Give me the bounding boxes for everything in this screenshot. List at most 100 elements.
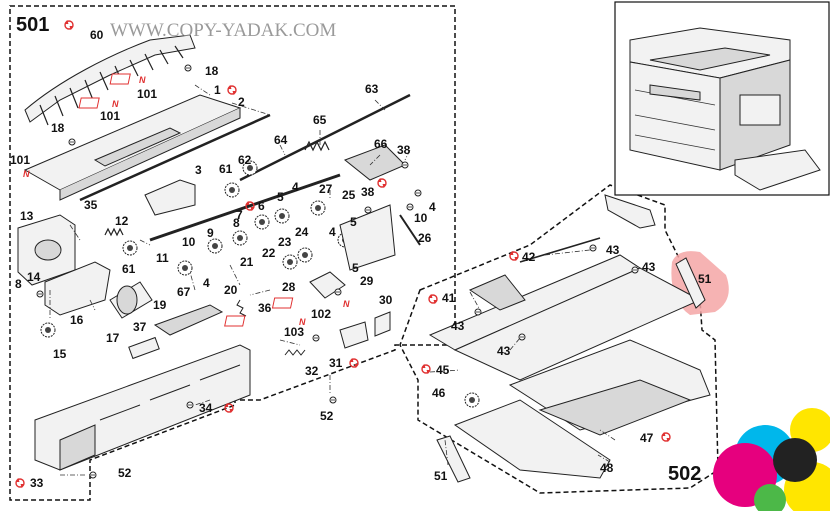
leader-lines-2 [49,264,331,476]
callout-48: 48 [600,461,614,475]
part-23-gear [282,254,298,270]
part-52b-screw [89,471,97,479]
callout-5: 5 [277,190,284,204]
part-61b-gear [224,182,240,198]
callout-27: 27 [319,182,333,196]
svg-text:N: N [112,99,119,109]
part-27-gear [310,200,326,216]
callout-17: 17 [106,331,120,345]
part-9-gear [207,238,223,254]
callout-42: 42 [522,250,536,264]
part-32-spring [284,349,306,356]
watermark-text: WWW.COPY-YADAK.COM [110,20,336,41]
section-502-outline [399,184,719,494]
part-51-link [675,257,706,309]
part-52-screw [329,396,337,404]
callout-29: 29 [360,274,374,288]
part-26-link [399,214,421,246]
part-6-gear [254,214,270,230]
part-43b-screw [518,333,526,341]
part-10-screw [406,203,414,211]
part-24-gear [297,247,313,263]
part-19-guide [153,304,224,336]
callout-19: 19 [153,298,167,312]
callout-30: 30 [379,293,393,307]
callout-64: 64 [274,133,288,147]
callout-16: 16 [70,313,84,327]
part-18-screw [184,64,192,72]
callout-35: 35 [84,198,98,212]
callout-62: 62 [238,153,252,167]
callout-6: 6 [258,199,265,213]
callout-67: 67 [177,285,191,299]
callout-28: 28 [282,280,296,294]
svg-text:N: N [23,169,30,179]
callout-7: 7 [236,208,243,222]
part-29-screw [334,288,342,296]
callout-14: 14 [27,270,41,284]
part-18b-screw [68,138,76,146]
callout-43d: 43 [497,344,511,358]
part-5-gear [274,208,290,224]
callout-9: 9 [207,226,214,240]
part-51b-link [436,435,471,483]
part-33-base-frame [34,344,251,471]
part-12-spring [104,227,124,237]
callout-52b: 52 [118,466,132,480]
callout-8: 8 [233,216,240,230]
callout-4d: 4 [203,276,210,290]
part-17-motor [109,281,153,319]
callout-101b: 101 [100,109,120,123]
callout-26: 26 [418,231,432,245]
section-label-502: 502 [668,463,701,485]
callout-labels: 60 18 101 1 2 101 18 101 63 65 64 3 61 6… [10,28,712,490]
callout-37: 37 [133,320,147,334]
callout-47: 47 [640,431,654,445]
part-36-spring [236,299,247,317]
copier-illustration [614,1,830,196]
callout-25: 25 [342,188,356,202]
ink-circles-logo [713,408,830,516]
part-25-frame [339,204,396,271]
callout-18: 18 [205,64,219,78]
callout-61b: 61 [122,262,136,276]
part-103-screw [312,334,320,342]
leader-lines-3 [429,249,616,466]
callout-18b: 18 [51,121,65,135]
callout-65: 65 [313,113,327,127]
callout-38: 38 [397,143,411,157]
part-37-block [128,336,160,360]
callout-34: 34 [199,401,213,415]
part-102-bracket [339,321,369,349]
part-28-solenoid [309,271,346,299]
callout-101: 101 [137,87,157,101]
callout-45: 45 [436,363,450,377]
callout-15: 15 [53,347,67,361]
callout-12: 12 [115,214,129,228]
callout-23: 23 [278,235,292,249]
callout-41: 41 [442,291,456,305]
callout-43: 43 [606,243,620,257]
part-46-gear [464,392,480,408]
svg-text:N: N [139,75,146,85]
callout-10: 10 [414,211,428,225]
callout-4c: 4 [329,225,336,239]
callout-38b: 38 [361,185,375,199]
part-502-lower-tray [453,339,711,479]
part-42-rod [519,237,601,263]
svg-text:N: N [299,317,306,327]
leader-lines [69,84,411,246]
callout-22: 22 [262,246,276,260]
callout-102: 102 [311,307,331,321]
part-38-screw [401,161,409,169]
part-8-gear [232,230,248,246]
callout-61: 61 [219,162,233,176]
callout-33: 33 [30,476,44,490]
callout-11: 11 [156,251,169,265]
part-14-bracket [44,261,111,316]
callout-36: 36 [258,301,272,315]
section-label-501: 501 [16,14,49,36]
callout-43b: 43 [642,260,656,274]
